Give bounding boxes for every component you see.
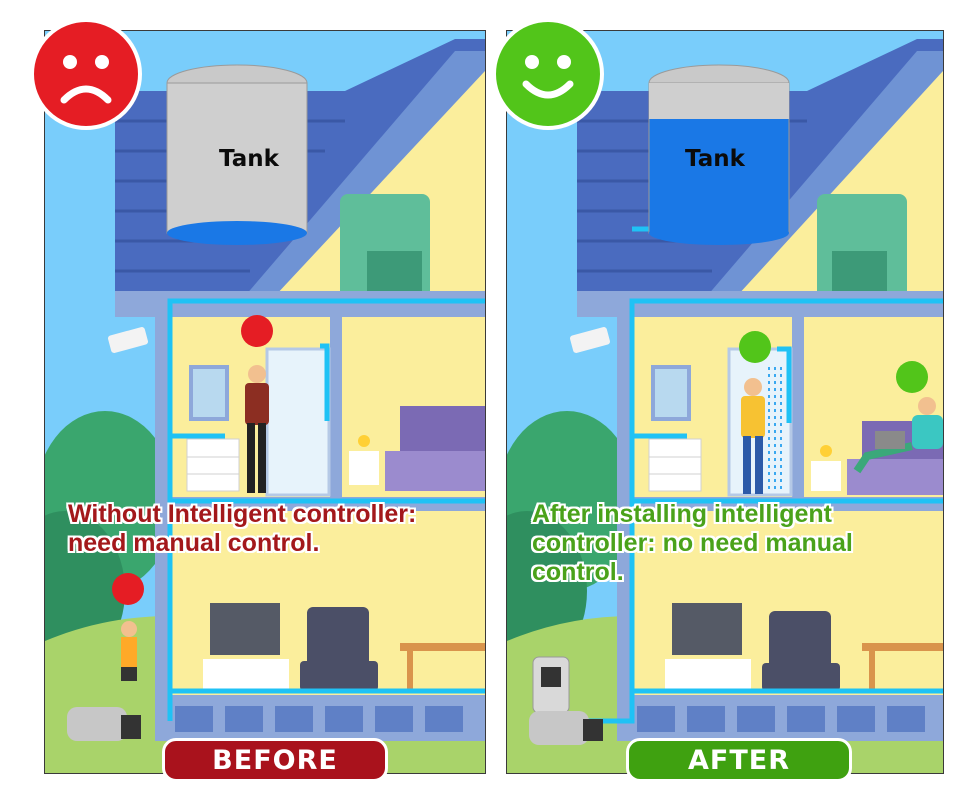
after-panel [506, 30, 944, 774]
after-house-illustration [507, 31, 943, 773]
before-caption-line2: need manual control. [68, 529, 320, 557]
sad-face-icon [30, 18, 142, 130]
before-caption-line1: Without Intelligent controller: [68, 500, 417, 528]
before-caption: Without Intelligent controller: need man… [68, 500, 416, 558]
before-badge: BEFORE [162, 738, 388, 782]
before-tank-label: Tank [219, 146, 279, 172]
after-badge: AFTER [626, 738, 852, 782]
after-caption: After installing intelligent controller:… [532, 500, 853, 587]
after-caption-line1: After installing intelligent [532, 500, 833, 528]
after-caption-line3: control. [532, 558, 624, 586]
happy-face-icon [492, 18, 604, 130]
after-caption-line2: controller: no need manual [532, 529, 853, 557]
before-house-illustration [45, 31, 485, 773]
after-tank-label: Tank [685, 146, 745, 172]
before-panel [44, 30, 486, 774]
